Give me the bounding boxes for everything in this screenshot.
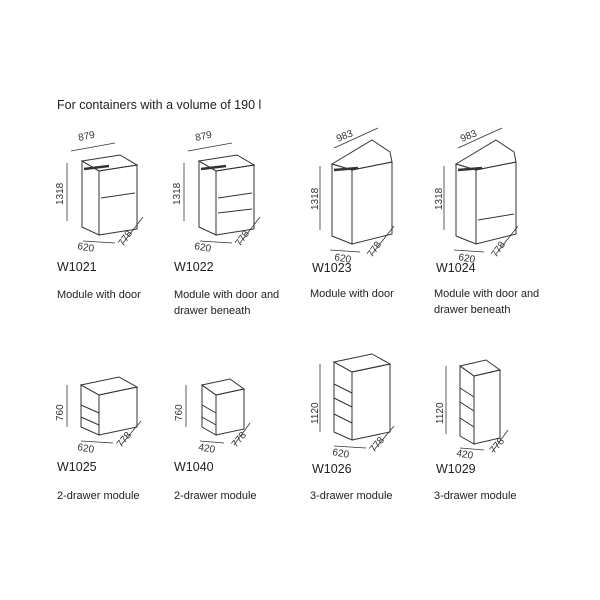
dim-width-label: 620 xyxy=(193,241,212,255)
module-description: 2-drawer module xyxy=(57,488,187,504)
dim-height-label: 760 xyxy=(174,404,185,421)
module-w1024-drawing: 983 1318 620 778 xyxy=(434,127,519,266)
module-code: W1029 xyxy=(436,462,476,476)
description-line-1: Module with door xyxy=(310,288,394,300)
module-w1021: 879 1318 620 778 W1021 Module with door xyxy=(55,125,185,325)
dim-height-label: 1318 xyxy=(310,187,321,210)
dim-width-label: 420 xyxy=(197,442,216,456)
module-description: Module with door and drawer beneath xyxy=(174,287,304,319)
module-code: W1024 xyxy=(436,261,476,275)
module-code: W1040 xyxy=(174,460,214,474)
dim-top-label: 983 xyxy=(335,128,355,145)
module-code: W1022 xyxy=(174,260,214,274)
module-description: 3-drawer module xyxy=(434,488,564,504)
dim-width-label: 620 xyxy=(76,241,95,255)
module-description: Module with door xyxy=(57,287,187,303)
dim-height-label: 760 xyxy=(55,404,66,421)
description-line-1: 2-drawer module xyxy=(174,490,257,502)
dim-depth-label: 778 xyxy=(230,430,249,450)
dim-depth-label: 778 xyxy=(488,436,507,456)
module-description: 2-drawer module xyxy=(174,488,304,504)
description-line-1: Module with door and xyxy=(174,289,280,301)
dim-width-label: 620 xyxy=(333,252,352,266)
module-code: W1021 xyxy=(57,260,97,274)
description-line-1: 2-drawer module xyxy=(57,490,140,502)
module-w1029: 1120 420 778 W1029 3-drawer module xyxy=(434,340,574,515)
module-w1023: 983 1318 620 778 W1023 Module with door xyxy=(310,118,440,328)
module-w1040-drawing: 760 420 778 xyxy=(174,378,251,456)
page-heading: For containers with a volume of 190 l xyxy=(57,98,262,112)
description-line-1: 3-drawer module xyxy=(434,490,517,502)
dim-width-label: 620 xyxy=(457,252,476,266)
dim-width-label: 420 xyxy=(455,448,474,462)
dim-height-label: 1120 xyxy=(310,402,321,424)
module-w1023-drawing: 983 1318 620 778 xyxy=(310,127,395,266)
dim-top-label: 879 xyxy=(77,130,96,144)
module-w1026-drawing: 1120 620 778 xyxy=(310,353,395,461)
module-description: Module with door and drawer beneath xyxy=(434,286,564,318)
description-line-1: Module with door xyxy=(57,289,141,301)
module-w1024: 983 1318 620 778 W1024 Module with door … xyxy=(434,118,574,328)
module-code: W1023 xyxy=(312,261,352,275)
description-line-2: drawer beneath xyxy=(434,304,511,316)
dim-height-label: 1318 xyxy=(172,182,183,205)
module-w1025-drawing: 760 620 778 xyxy=(55,376,142,456)
dim-height-label: 1120 xyxy=(435,402,446,424)
description-line-1: 3-drawer module xyxy=(310,490,393,502)
module-w1029-drawing: 1120 420 778 xyxy=(435,359,509,462)
dim-width-label: 620 xyxy=(331,447,350,461)
module-w1022: 879 1318 620 778 W1022 Module with door … xyxy=(172,125,302,325)
module-code: W1025 xyxy=(57,460,97,474)
dim-top-label: 879 xyxy=(194,130,213,144)
module-w1040: 760 420 778 W1040 2-drawer module xyxy=(172,355,302,515)
dim-width-label: 620 xyxy=(76,442,95,456)
module-w1022-drawing: 879 1318 620 778 xyxy=(172,130,261,255)
description-line-1: Module with door and xyxy=(434,288,540,300)
module-description: 3-drawer module xyxy=(310,488,440,504)
module-w1026: 1120 620 778 W1026 3-drawer module xyxy=(310,340,440,515)
dim-top-label: 983 xyxy=(459,128,479,145)
description-line-2: drawer beneath xyxy=(174,305,251,317)
module-w1021-drawing: 879 1318 620 778 xyxy=(55,130,144,255)
module-code: W1026 xyxy=(312,462,352,476)
module-w1025: 760 620 778 W1025 2-drawer module xyxy=(55,355,185,515)
module-description: Module with door xyxy=(310,286,440,302)
dim-height-label: 1318 xyxy=(55,182,66,205)
dim-height-label: 1318 xyxy=(434,187,445,210)
